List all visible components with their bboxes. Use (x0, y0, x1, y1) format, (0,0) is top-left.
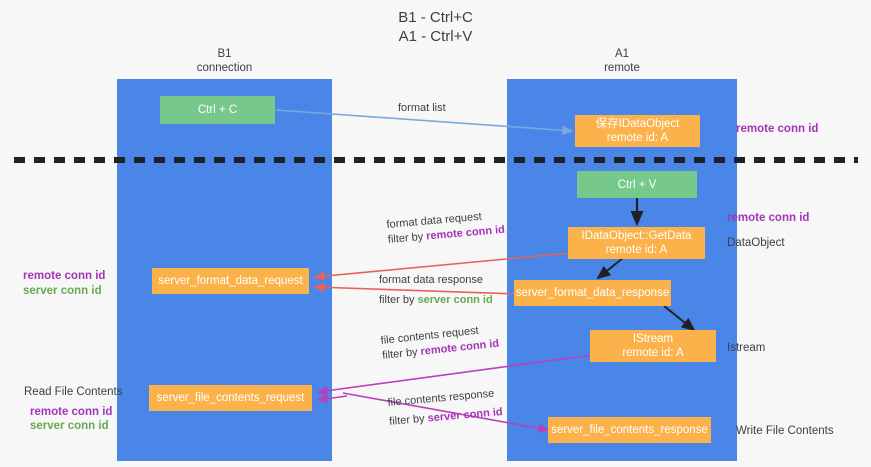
right-label-write-file-contents: Write File Contents (736, 425, 834, 437)
node-ctrl-v[interactable]: Ctrl + V (577, 171, 697, 198)
edge-label-format-data-request-filter-prefix: filter by (387, 230, 427, 246)
edge-label-file-contents-response-filter-prefix: filter by (388, 412, 429, 428)
edge-label-format-list: format list (398, 102, 446, 114)
right-label-remote-conn-id-top: remote conn id (736, 123, 819, 135)
node-server-format-data-request[interactable]: server_format_data_request (152, 268, 309, 294)
left-label-read-file-contents: Read File Contents (24, 386, 123, 398)
left-label-remote-conn-id-bottom: remote conn id (30, 406, 113, 418)
node-server-format-data-response[interactable]: server_format_data_response (514, 280, 671, 306)
left-label-server-conn-id-middle: server conn id (23, 285, 102, 297)
left-label-remote-conn-id-middle: remote conn id (23, 270, 106, 282)
edge-label-file-contents-response: file contents response filter by server … (387, 386, 503, 430)
edge-label-file-contents-request-filter-prefix: filter by (381, 345, 422, 362)
edge-label-format-data-response-line2: filter by server conn id (379, 293, 493, 308)
right-label-remote-conn-id-middle: remote conn id (727, 212, 810, 224)
lane-header-a1: A1 remote (604, 48, 640, 74)
node-server-file-contents-request[interactable]: server_file_contents_request (149, 385, 312, 411)
page-title: B1 - Ctrl+C A1 - Ctrl+V (398, 9, 473, 45)
edge-label-format-data-response-filter-key: server conn id (417, 294, 493, 306)
edge-label-format-data-response-line1: format data response (379, 274, 483, 286)
edge-label-format-data-request: format data request filter by remote con… (386, 208, 506, 248)
right-label-istream: Istream (727, 342, 766, 354)
node-istream[interactable]: IStream remote id: A (590, 330, 716, 362)
edge-label-format-data-response-filter-prefix: filter by (379, 294, 418, 306)
node-idataobject-save[interactable]: 保存IDataObject remote id: A (575, 115, 700, 147)
right-label-dataobject: DataObject (727, 237, 785, 249)
left-label-server-conn-id-bottom: server conn id (30, 420, 109, 432)
edge-label-file-contents-response-filter-key: server conn id (427, 406, 504, 425)
node-server-file-contents-response[interactable]: server_file_contents_response (548, 417, 711, 443)
node-idataobject-getdata[interactable]: IDataObject::GetData remote id: A (568, 227, 705, 259)
lane-header-b1: B1 connection (196, 48, 253, 74)
edge-label-file-contents-request: file contents request filter by remote c… (380, 322, 500, 364)
node-ctrl-c[interactable]: Ctrl + C (160, 96, 275, 124)
edge-label-format-data-response: format data response filter by server co… (379, 273, 493, 308)
